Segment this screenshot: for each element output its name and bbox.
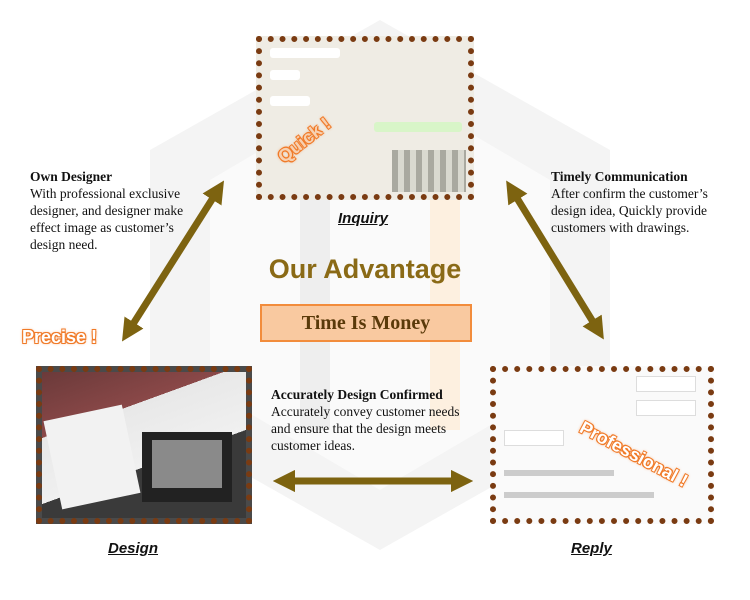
laptop-screen xyxy=(152,440,222,488)
timely-communication-body: After confirm the customer’s design idea… xyxy=(551,186,708,235)
own-designer-text: Own Designer With professional exclusive… xyxy=(30,168,200,253)
reply-text-line xyxy=(504,492,654,498)
file-message-2 xyxy=(636,400,696,416)
timely-communication-text: Timely Communication After confirm the c… xyxy=(551,168,741,236)
reply-screenshot xyxy=(490,366,714,524)
arrow-inquiry-design xyxy=(122,180,224,342)
time-is-money-label: Time Is Money xyxy=(301,311,431,334)
arrow-inquiry-reply xyxy=(506,180,604,340)
inquiry-screenshot xyxy=(256,36,474,200)
wood-photo xyxy=(392,150,466,192)
accurately-confirmed-body: Accurately convey customer needs and ens… xyxy=(271,404,460,453)
accurately-confirmed-heading: Accurately Design Confirmed xyxy=(271,387,443,402)
page-title: Our Advantage xyxy=(268,254,462,284)
file-message-3 xyxy=(504,430,564,446)
inquiry-caption: Inquiry xyxy=(338,210,389,227)
design-caption: Design xyxy=(108,540,159,557)
own-designer-heading: Own Designer xyxy=(30,169,113,184)
accurately-confirmed-text: Accurately Design Confirmed Accurately c… xyxy=(271,386,481,454)
own-designer-body: With professional exclusive designer, an… xyxy=(30,186,184,252)
time-is-money-box: Time Is Money xyxy=(260,304,472,342)
precise-tag: Precise ! xyxy=(22,327,98,347)
reply-text-line xyxy=(504,470,614,476)
timely-communication-heading: Timely Communication xyxy=(551,169,688,184)
design-photo xyxy=(36,366,252,524)
file-message-1 xyxy=(636,376,696,392)
reply-caption: Reply xyxy=(571,540,612,557)
